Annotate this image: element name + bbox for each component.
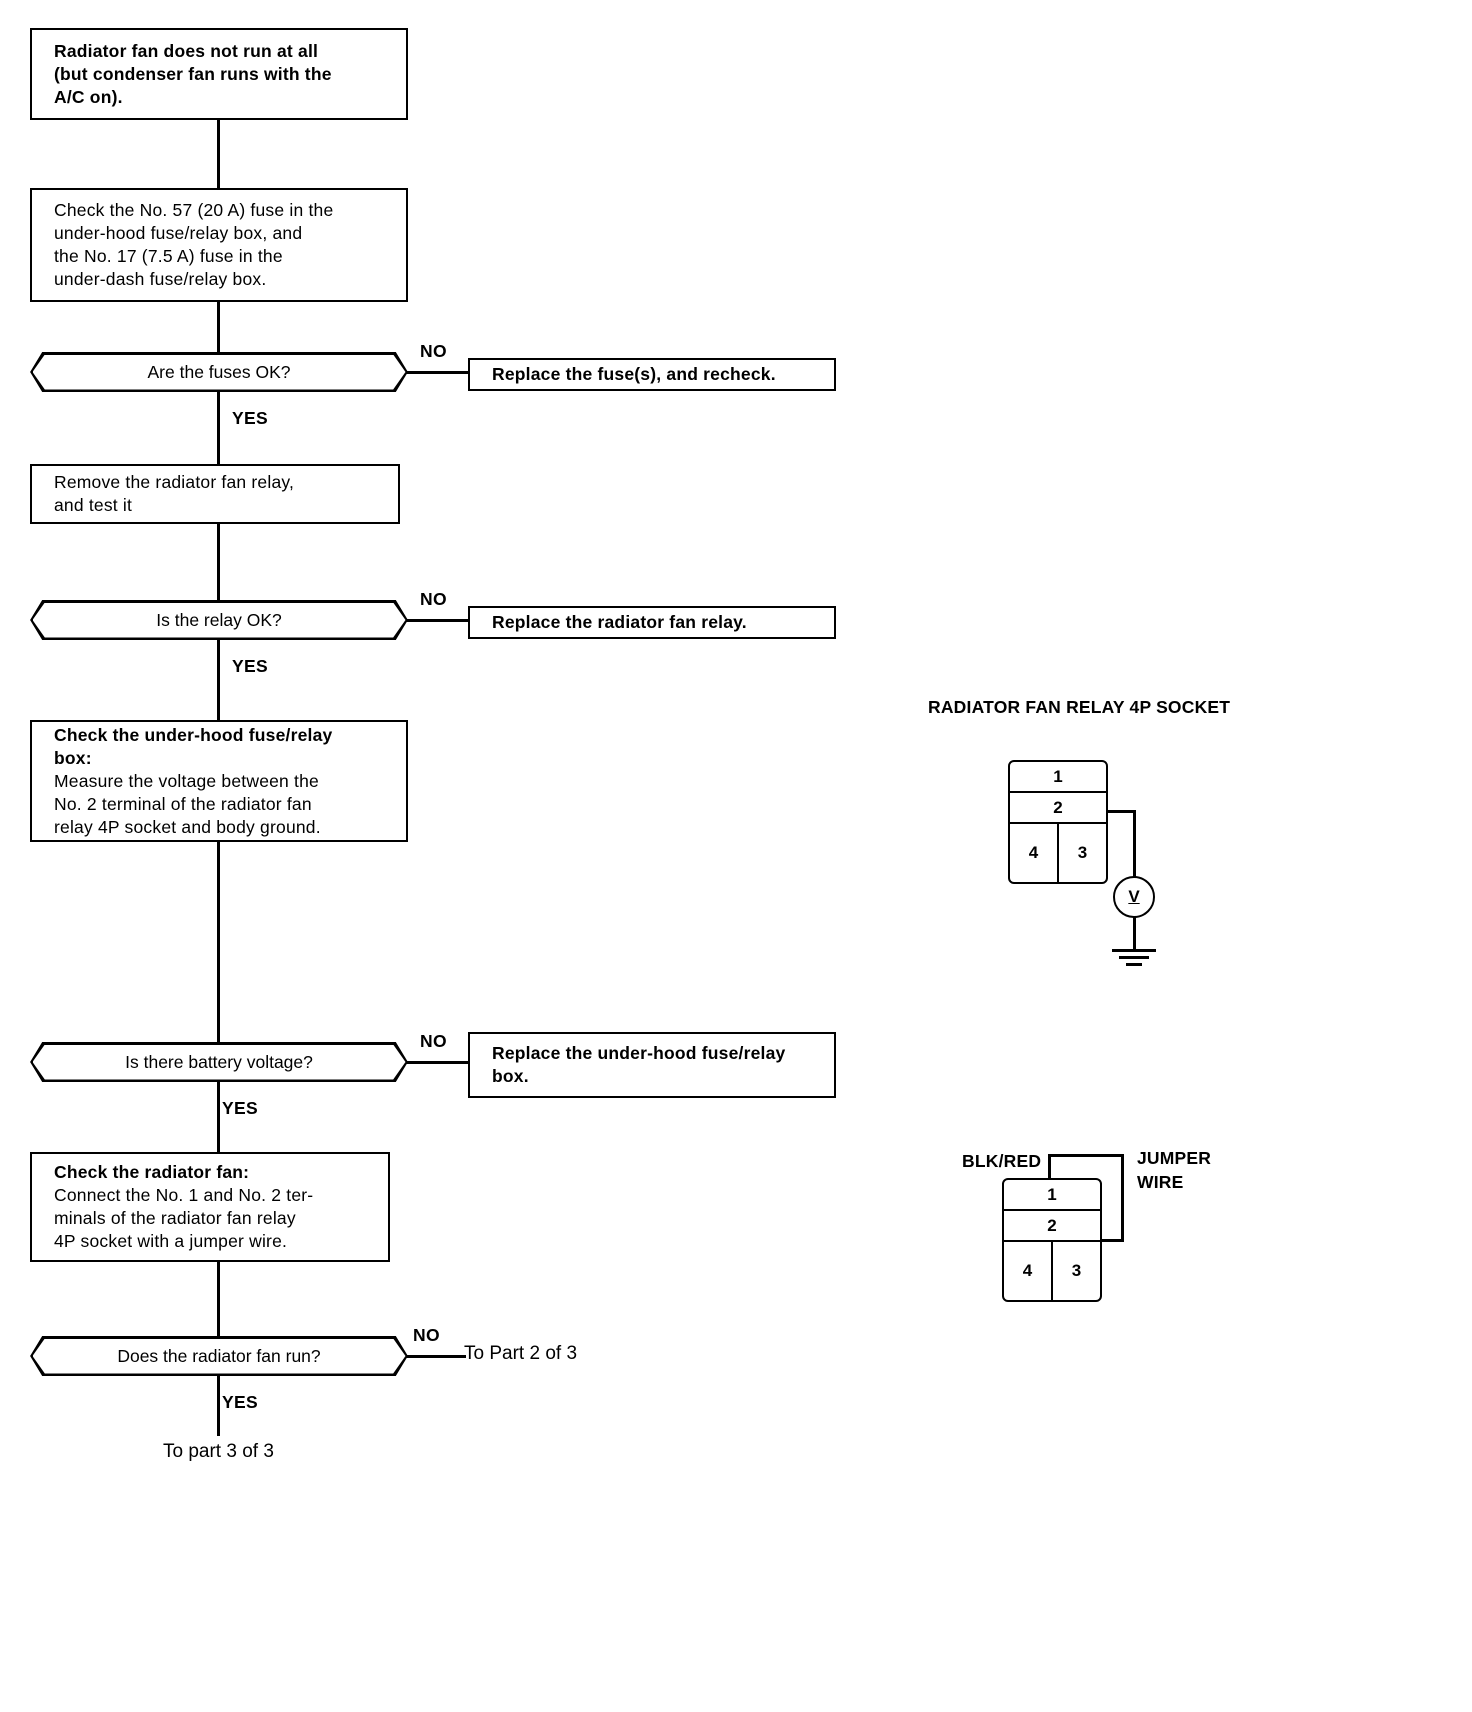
jumper-wire-segment-right	[1121, 1154, 1124, 1242]
jumper-wire-label-line1: JUMPER	[1137, 1148, 1212, 1168]
socket-diagram-title: RADIATOR FAN RELAY 4P SOCKET	[928, 697, 1231, 717]
check-underhood-line-1: Measure the voltage between the	[54, 770, 319, 791]
connector-decision1-to-remove-relay	[217, 392, 220, 464]
socket-terminal-2: 2	[1008, 791, 1108, 824]
check-fuses-line-1: Check the No. 57 (20 A) fuse in the	[54, 200, 334, 220]
result-box-replace-fuses: Replace the fuse(s), and recheck.	[468, 358, 836, 391]
decision-fuses-ok: Are the fuses OK?	[30, 352, 408, 392]
jumper-wire-label-line2: WIRE	[1137, 1172, 1184, 1192]
branch-label-yes-4: YES	[222, 1392, 258, 1412]
branch-label-no-4: NO	[413, 1325, 440, 1345]
socket-terminal-1-jumper: 1	[1002, 1178, 1102, 1211]
check-underhood-head-1: Check the under-hood fuse/relay	[54, 724, 333, 745]
connector-decision4-to-part3	[217, 1376, 220, 1436]
ground-bar-1	[1112, 949, 1156, 952]
branch-line-no-4	[406, 1355, 466, 1358]
goto-part-3-note: To part 3 of 3	[163, 1441, 274, 1462]
connector-decision2-to-underhood	[217, 640, 220, 720]
replace-box-line-2: box.	[492, 1066, 529, 1086]
branch-label-yes-3: YES	[222, 1098, 258, 1118]
voltmeter-lead-horizontal	[1106, 810, 1136, 813]
voltmeter-symbol: V	[1113, 876, 1155, 918]
branch-label-yes-2: YES	[232, 656, 268, 676]
voltmeter-lead-vertical	[1133, 810, 1136, 878]
replace-box-line-1: Replace the under-hood fuse/relay	[492, 1043, 786, 1063]
check-underhood-head-2: box:	[54, 747, 92, 768]
connector-symptom-to-fuses	[217, 120, 220, 188]
socket-terminal-2-jumper: 2	[1002, 1209, 1102, 1242]
replace-relay-line-1: Replace the radiator fan relay.	[492, 612, 747, 632]
process-box-check-fuses: Check the No. 57 (20 A) fuse in the unde…	[30, 188, 408, 302]
decision-relay-ok-label: Is the relay OK?	[156, 609, 282, 630]
check-underhood-line-2: No. 2 terminal of the radiator fan	[54, 793, 312, 814]
decision-battery-voltage-label: Is there battery voltage?	[125, 1051, 313, 1072]
jumper-wire-segment-left	[1048, 1154, 1051, 1180]
branch-label-yes-1: YES	[232, 408, 268, 428]
symptom-line-3: A/C on).	[54, 86, 123, 107]
decision-battery-voltage: Is there battery voltage?	[30, 1042, 408, 1082]
connector-remove-relay-to-decision2	[217, 524, 220, 600]
process-box-remove-relay: Remove the radiator fan relay, and test …	[30, 464, 400, 524]
check-fuses-line-3: the No. 17 (7.5 A) fuse in the	[54, 246, 283, 266]
result-box-replace-relay: Replace the radiator fan relay.	[468, 606, 836, 639]
branch-line-no-2	[406, 619, 469, 622]
decision-fan-run: Does the radiator fan run?	[30, 1336, 408, 1376]
check-fan-line-1: Connect the No. 1 and No. 2 ter-	[54, 1185, 314, 1205]
process-box-check-fan: Check the radiator fan: Connect the No. …	[30, 1152, 390, 1262]
connector-check-fan-to-decision4	[217, 1262, 220, 1336]
decision-fuses-ok-label: Are the fuses OK?	[147, 361, 291, 382]
replace-fuses-line-1: Replace the fuse(s), and recheck.	[492, 364, 776, 384]
jumper-wire-segment-top	[1048, 1154, 1124, 1157]
remove-relay-line-1: Remove the radiator fan relay,	[54, 472, 295, 492]
branch-label-no-1: NO	[420, 341, 447, 361]
branch-line-no-3	[406, 1061, 469, 1064]
remove-relay-line-2: and test it	[54, 495, 133, 515]
blk-red-wire-label: BLK/RED	[962, 1151, 1042, 1171]
process-box-check-underhood: Check the under-hood fuse/relay box: Mea…	[30, 720, 408, 842]
connector-underhood-to-decision3	[217, 842, 220, 1042]
symptom-line-2: (but condenser fan runs with the	[54, 63, 332, 84]
check-fuses-line-4: under-dash fuse/relay box.	[54, 269, 267, 289]
decision-relay-ok: Is the relay OK?	[30, 600, 408, 640]
socket-terminal-3: 3	[1057, 822, 1108, 884]
check-fuses-line-2: under-hood fuse/relay box, and	[54, 223, 303, 243]
check-fan-head: Check the radiator fan:	[54, 1162, 250, 1182]
check-underhood-line-3: relay 4P socket and body ground.	[54, 816, 321, 837]
branch-line-no-1	[406, 371, 469, 374]
jumper-wire-segment-bottom	[1100, 1239, 1124, 1242]
socket-terminal-1: 1	[1008, 760, 1108, 793]
relay-4p-socket-bottom: 1 2 4 3	[1002, 1178, 1102, 1302]
decision-fan-run-label: Does the radiator fan run?	[117, 1345, 321, 1366]
ground-lead	[1133, 917, 1136, 950]
socket-terminal-3-jumper: 3	[1051, 1240, 1102, 1302]
ground-bar-3	[1126, 963, 1142, 966]
goto-part-2-note: To Part 2 of 3	[464, 1343, 578, 1364]
branch-label-no-3: NO	[420, 1031, 447, 1051]
check-fan-line-3: 4P socket with a jumper wire.	[54, 1231, 288, 1251]
check-fan-line-2: minals of the radiator fan relay	[54, 1208, 296, 1228]
symptom-line-1: Radiator fan does not run at all	[54, 40, 319, 61]
process-box-symptom: Radiator fan does not run at all (but co…	[30, 28, 408, 120]
socket-terminal-4-jumper: 4	[1002, 1240, 1053, 1302]
connector-fuses-to-decision1	[217, 302, 220, 352]
branch-label-no-2: NO	[420, 589, 447, 609]
connector-decision3-to-check-fan	[217, 1082, 220, 1152]
relay-4p-socket-top: 1 2 4 3	[1008, 760, 1108, 884]
ground-bar-2	[1119, 956, 1149, 959]
result-box-replace-underhood-box: Replace the under-hood fuse/relay box.	[468, 1032, 836, 1098]
socket-terminal-4: 4	[1008, 822, 1059, 884]
